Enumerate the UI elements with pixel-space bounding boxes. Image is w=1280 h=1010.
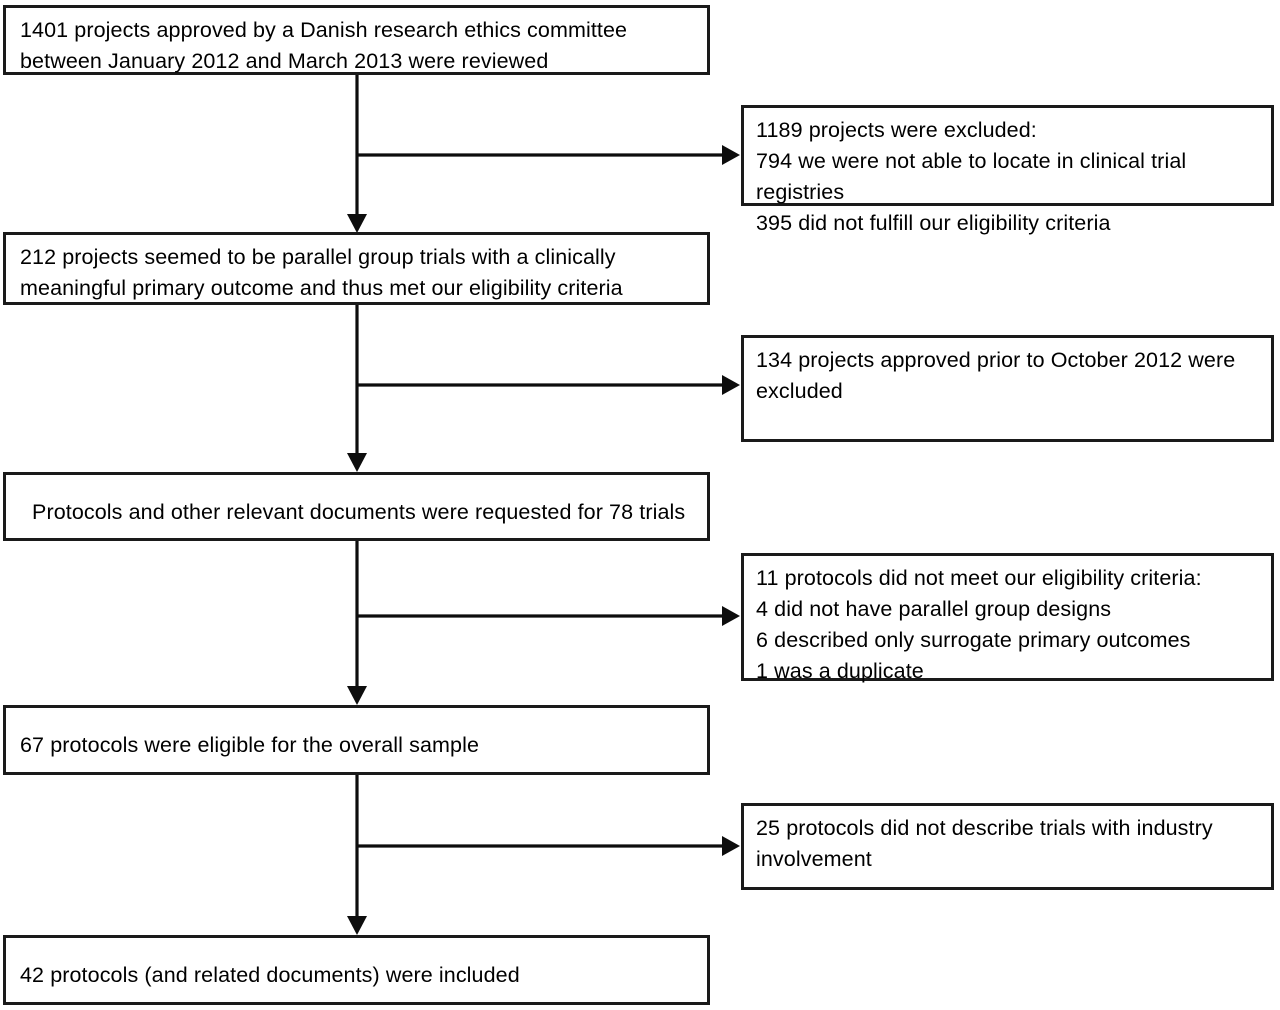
flow-node-protocols-eligible-text: 67 protocols were eligible for the overa… <box>20 733 480 757</box>
arrowhead-down-2 <box>347 453 367 472</box>
flow-node-screened-text: 1401 projects approved by a Danish resea… <box>20 18 628 73</box>
arrowhead-right-1 <box>722 145 740 165</box>
flow-node-protocols-included: 42 protocols (and related documents) wer… <box>3 935 710 1005</box>
exclusion-node-excluded-25: 25 protocols did not describe trials wit… <box>741 803 1274 890</box>
flow-node-protocols-eligible: 67 protocols were eligible for the overa… <box>3 705 710 775</box>
arrowhead-right-4 <box>722 836 740 856</box>
arrowhead-down-4 <box>347 916 367 935</box>
flow-node-protocols-requested-text: Protocols and other relevant documents w… <box>32 500 686 524</box>
arrowhead-down-1 <box>347 214 367 233</box>
exclusion-node-excluded-11: 11 protocols did not meet our eligibilit… <box>741 553 1274 683</box>
flow-node-protocols-included-text: 42 protocols (and related documents) wer… <box>20 963 520 987</box>
flow-node-protocols-requested: Protocols and other relevant documents w… <box>3 472 710 541</box>
exclusion-node-excluded-134-text: 134 projects approved prior to October 2… <box>756 348 1236 403</box>
arrowhead-right-3 <box>722 606 740 626</box>
exclusion-node-excluded-134: 134 projects approved prior to October 2… <box>741 335 1274 442</box>
arrowhead-right-2 <box>722 375 740 395</box>
exclusion-node-excluded-25-text: 25 protocols did not describe trials wit… <box>756 816 1213 871</box>
arrowhead-down-3 <box>347 686 367 705</box>
exclusion-node-excluded-11-text: 11 protocols did not meet our eligibilit… <box>756 566 1202 683</box>
flow-node-eligible-projects-text: 212 projects seemed to be parallel group… <box>20 245 623 300</box>
flow-node-eligible-projects: 212 projects seemed to be parallel group… <box>3 232 710 305</box>
exclusion-node-excluded-1189-text: 1189 projects were excluded: 794 we were… <box>756 118 1187 235</box>
exclusion-node-excluded-1189: 1189 projects were excluded: 794 we were… <box>741 105 1274 235</box>
flow-node-screened: 1401 projects approved by a Danish resea… <box>3 5 710 75</box>
